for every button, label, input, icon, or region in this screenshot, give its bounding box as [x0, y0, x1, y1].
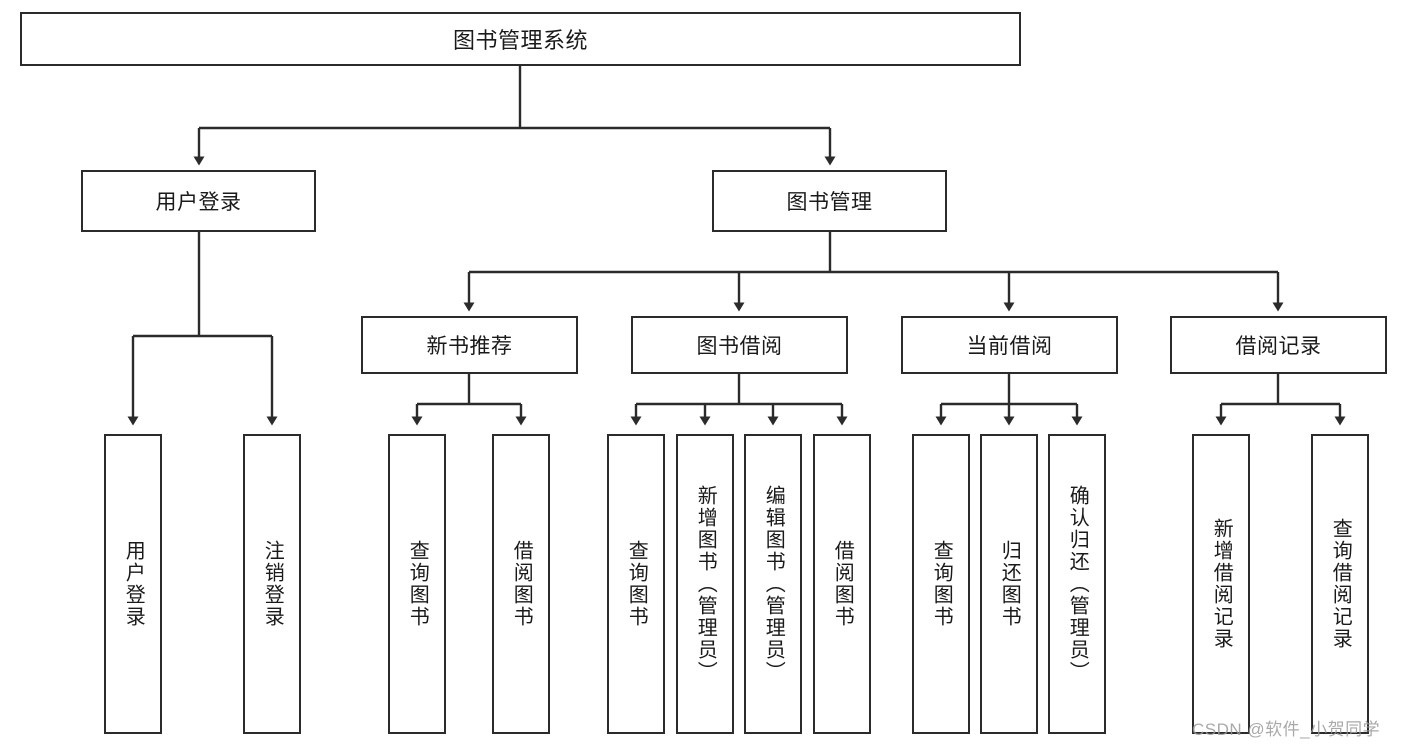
- node-book-manage-label: 图书管理: [786, 191, 873, 214]
- node-user-login[interactable]: 用户登录: [81, 170, 316, 232]
- node-leaf-return-book-label: 归还图书: [998, 540, 1021, 628]
- node-root[interactable]: 图书管理系统: [20, 12, 1021, 66]
- node-leaf-edit-book-label: 编辑图书（管理员）: [762, 485, 785, 683]
- node-new-book-recommend-label: 新书推荐: [426, 335, 513, 358]
- node-leaf-confirm-return[interactable]: 确认归还（管理员）: [1048, 434, 1106, 734]
- node-leaf-edit-book[interactable]: 编辑图书（管理员）: [744, 434, 802, 734]
- node-leaf-user-logout[interactable]: 注销登录: [243, 434, 301, 734]
- node-leaf-borrow-book-2-label: 借阅图书: [831, 540, 854, 628]
- node-leaf-add-book-label: 新增图书（管理员）: [694, 485, 717, 683]
- node-leaf-borrow-book-2[interactable]: 借阅图书: [813, 434, 871, 734]
- node-leaf-add-record[interactable]: 新增借阅记录: [1192, 434, 1250, 734]
- watermark: CSDN @软件_小贺同学: [1192, 720, 1381, 739]
- node-leaf-query-book-3[interactable]: 查询图书: [912, 434, 970, 734]
- node-book-manage[interactable]: 图书管理: [712, 170, 947, 232]
- node-leaf-query-book-3-label: 查询图书: [930, 540, 953, 628]
- node-leaf-query-record[interactable]: 查询借阅记录: [1311, 434, 1369, 734]
- node-leaf-confirm-return-label: 确认归还（管理员）: [1066, 485, 1089, 683]
- node-root-label: 图书管理系统: [452, 28, 588, 53]
- node-leaf-borrow-book-1-label: 借阅图书: [510, 540, 533, 628]
- node-borrow-record-label: 借阅记录: [1235, 335, 1322, 358]
- node-leaf-query-record-label: 查询借阅记录: [1329, 518, 1352, 650]
- node-book-borrow-label: 图书借阅: [696, 335, 783, 358]
- node-leaf-user-login[interactable]: 用户登录: [104, 434, 162, 734]
- node-leaf-add-book[interactable]: 新增图书（管理员）: [676, 434, 734, 734]
- node-leaf-add-record-label: 新增借阅记录: [1210, 518, 1233, 650]
- node-leaf-query-book-1[interactable]: 查询图书: [388, 434, 446, 734]
- node-current-borrow-label: 当前借阅: [966, 335, 1053, 358]
- node-new-book-recommend[interactable]: 新书推荐: [361, 316, 578, 374]
- node-leaf-query-book-2-label: 查询图书: [625, 540, 648, 628]
- node-user-login-label: 用户登录: [155, 191, 242, 214]
- node-leaf-user-login-label: 用户登录: [122, 540, 145, 628]
- node-current-borrow[interactable]: 当前借阅: [901, 316, 1118, 374]
- node-leaf-user-logout-label: 注销登录: [261, 540, 284, 628]
- node-book-borrow[interactable]: 图书借阅: [631, 316, 848, 374]
- node-leaf-query-book-1-label: 查询图书: [406, 540, 429, 628]
- node-leaf-query-book-2[interactable]: 查询图书: [607, 434, 665, 734]
- node-leaf-borrow-book-1[interactable]: 借阅图书: [492, 434, 550, 734]
- node-borrow-record[interactable]: 借阅记录: [1170, 316, 1387, 374]
- node-leaf-return-book[interactable]: 归还图书: [980, 434, 1038, 734]
